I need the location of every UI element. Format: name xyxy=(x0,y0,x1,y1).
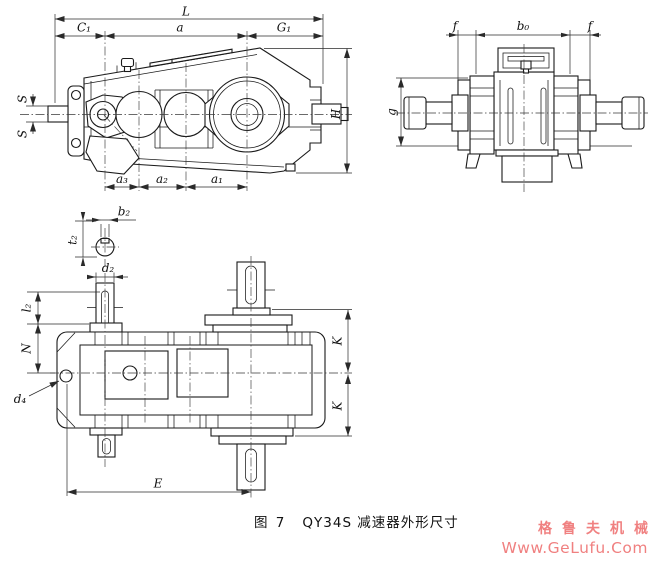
dim-label-E: E xyxy=(153,477,163,491)
dim-label-f-left: f xyxy=(452,19,460,33)
figure-title: QY34S 减速器外形尺寸 xyxy=(302,515,459,531)
dim-label-K-upper: K xyxy=(331,335,345,346)
watermark-brand: 格鲁夫机械 xyxy=(538,521,650,537)
dim-label-S-lower: S xyxy=(16,130,30,138)
dim-label-a3: a₃ xyxy=(116,172,128,186)
dim-label-g: g xyxy=(385,108,399,116)
bearing-cap-ticks xyxy=(94,332,311,428)
watermark: 格鲁夫机械 Www.GeLufu.Com xyxy=(501,521,648,558)
side-view: L C₁ a G₁ S S H a₃ a₂ a₁ xyxy=(16,5,352,191)
dim-label-b0: b₀ xyxy=(517,19,530,33)
dim-label-b2: b₂ xyxy=(118,205,131,219)
dim-label-N: N xyxy=(20,343,34,355)
dim-label-a1: a₁ xyxy=(211,172,223,186)
end-view: f b₀ f g xyxy=(385,19,648,192)
figure-number: 图 7 xyxy=(254,515,287,531)
dim-label-C1: C₁ xyxy=(77,21,91,35)
dim-label-L: L xyxy=(181,5,190,19)
dim-label-S-upper: S xyxy=(16,95,30,103)
dim-label-H: H xyxy=(329,108,343,120)
dim-label-l2: l₂ xyxy=(20,303,34,312)
dim-label-d4: d₄ xyxy=(14,392,27,406)
dim-label-t2: t₂ xyxy=(66,235,80,245)
dim-label-a2: a₂ xyxy=(156,172,168,186)
figure-caption: 图 7 QY34S 减速器外形尺寸 xyxy=(254,511,459,531)
dim-label-K-lower: K xyxy=(331,400,345,411)
dim-label-f-right: f xyxy=(587,19,595,33)
dim-label-d2: d₂ xyxy=(102,261,115,275)
plan-view: b₂ t₂ d₂ l₂ N xyxy=(14,205,352,500)
dim-label-a: a xyxy=(176,21,183,35)
dim-label-G1: G₁ xyxy=(277,21,291,35)
watermark-url: Www.GeLufu.Com xyxy=(501,538,648,557)
